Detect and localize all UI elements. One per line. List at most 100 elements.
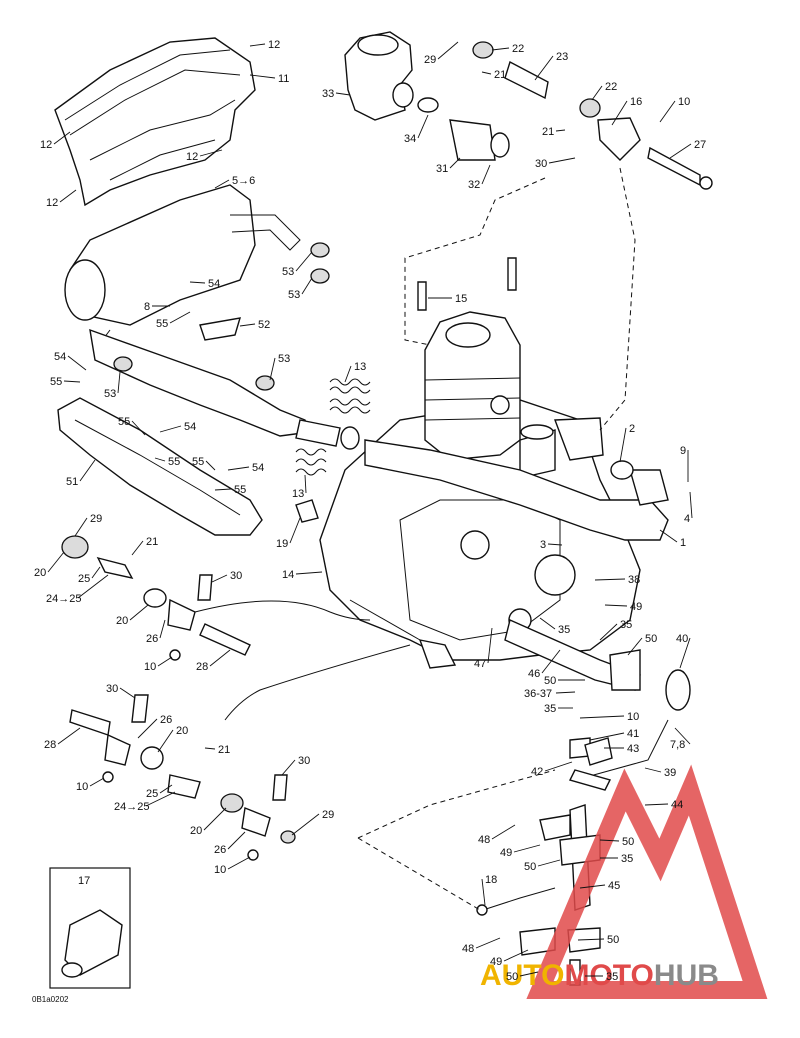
leader-line <box>555 691 576 694</box>
leader-line <box>117 371 121 394</box>
shift-linkage <box>476 619 691 986</box>
leader-line <box>644 767 662 773</box>
callout-c39: 39 <box>664 767 676 779</box>
leader-line <box>91 566 101 579</box>
callout-c53d: 53 <box>104 388 116 400</box>
callout-c4: 4 <box>684 513 690 525</box>
callout-c33: 33 <box>322 88 334 100</box>
leader-line <box>209 649 231 667</box>
leader-line <box>291 813 320 836</box>
callout-c20a: 20 <box>34 567 46 579</box>
cylinder-pins <box>472 41 601 118</box>
leader-line <box>679 637 691 669</box>
callout-c50a: 50 <box>645 633 657 645</box>
callout-c45: 45 <box>608 880 620 892</box>
callout-c20d: 20 <box>190 825 202 837</box>
leader-line <box>154 457 166 462</box>
leader-line <box>63 380 81 383</box>
leader-line <box>594 578 626 581</box>
leader-line <box>449 157 461 169</box>
callout-c53c: 53 <box>278 353 290 365</box>
bracket-52 <box>199 317 241 341</box>
callout-c14: 14 <box>282 569 294 581</box>
callout-c50c: 50 <box>622 836 634 848</box>
callout-c17: 17 <box>78 875 90 887</box>
leader-line <box>619 427 627 463</box>
leader-line <box>53 131 71 145</box>
callout-c48a: 48 <box>478 834 490 846</box>
callout-c20b: 20 <box>116 615 128 627</box>
callout-c54a: 54 <box>208 278 220 290</box>
leader-line <box>189 281 206 284</box>
callout-c55a: 55 <box>156 318 168 330</box>
motor-mount-upper <box>61 535 251 661</box>
leader-line <box>74 517 88 537</box>
callout-c2: 2 <box>629 423 635 435</box>
callout-c10a: 10 <box>678 96 690 108</box>
leader-line <box>579 715 625 719</box>
spark-plugs <box>417 257 517 311</box>
callout-c50f: 50 <box>506 971 518 983</box>
callout-c29b: 29 <box>90 513 102 525</box>
leader-line <box>627 637 643 656</box>
callout-c24_25b: 24→25 <box>114 801 149 813</box>
callout-c35d: 35 <box>621 853 633 865</box>
callout-c31: 31 <box>436 163 448 175</box>
leader-line <box>491 824 516 840</box>
leader-line <box>137 718 158 739</box>
callout-c55b: 55 <box>50 376 62 388</box>
callout-c53b: 53 <box>288 289 300 301</box>
leader-line <box>669 143 692 159</box>
leader-line <box>487 627 493 664</box>
leader-line <box>304 474 307 494</box>
callout-c47: 47 <box>474 658 486 670</box>
leader-line <box>169 311 191 324</box>
callout-c19: 19 <box>276 538 288 550</box>
callout-c30a: 30 <box>535 158 547 170</box>
callout-c13a: 13 <box>354 361 366 373</box>
leader-line <box>604 604 628 607</box>
leader-line <box>129 604 149 621</box>
callout-c7_8: 7,8 <box>670 739 685 751</box>
callout-c50d: 50 <box>524 861 536 873</box>
leader-line <box>301 277 313 295</box>
leader-line <box>475 937 501 949</box>
callout-c25a: 25 <box>78 573 90 585</box>
watermark-text: AUTOMOTOHUB <box>480 959 719 992</box>
leader-line <box>295 571 323 575</box>
callout-c22b: 22 <box>605 81 617 93</box>
leader-line <box>227 856 251 870</box>
leader-line <box>77 574 109 599</box>
callout-c13b: 13 <box>292 488 304 500</box>
leader-line <box>335 92 351 96</box>
leader-line <box>659 100 676 123</box>
leader-line <box>211 574 228 583</box>
callout-c26b: 26 <box>160 714 172 726</box>
exhaust-coupling <box>295 419 360 523</box>
callout-c12b: 12 <box>40 139 52 151</box>
watermark: AUTOMOTOHUB <box>480 764 768 999</box>
leader-line <box>214 179 230 189</box>
heat-shield-upper <box>54 37 256 207</box>
callout-c49a: 49 <box>630 601 642 613</box>
leader-line <box>159 784 173 794</box>
callout-c3: 3 <box>540 539 546 551</box>
bracket-16 <box>597 117 713 190</box>
callout-c54d: 54 <box>252 462 264 474</box>
callout-c44: 44 <box>671 799 683 811</box>
leader-line <box>541 649 561 674</box>
callout-c16: 16 <box>630 96 642 108</box>
callout-c29a: 29 <box>424 54 436 66</box>
callout-c43: 43 <box>627 743 639 755</box>
callout-c55f: 55 <box>234 484 246 496</box>
leader-line <box>227 831 246 850</box>
callout-c35a: 35 <box>558 624 570 636</box>
callout-c30b: 30 <box>230 570 242 582</box>
leader-line <box>491 47 510 51</box>
leader-line <box>548 157 576 164</box>
callout-c55d: 55 <box>168 456 180 468</box>
callout-c28a: 28 <box>196 661 208 673</box>
callout-c12a: 12 <box>268 39 280 51</box>
callout-c41: 41 <box>627 728 639 740</box>
